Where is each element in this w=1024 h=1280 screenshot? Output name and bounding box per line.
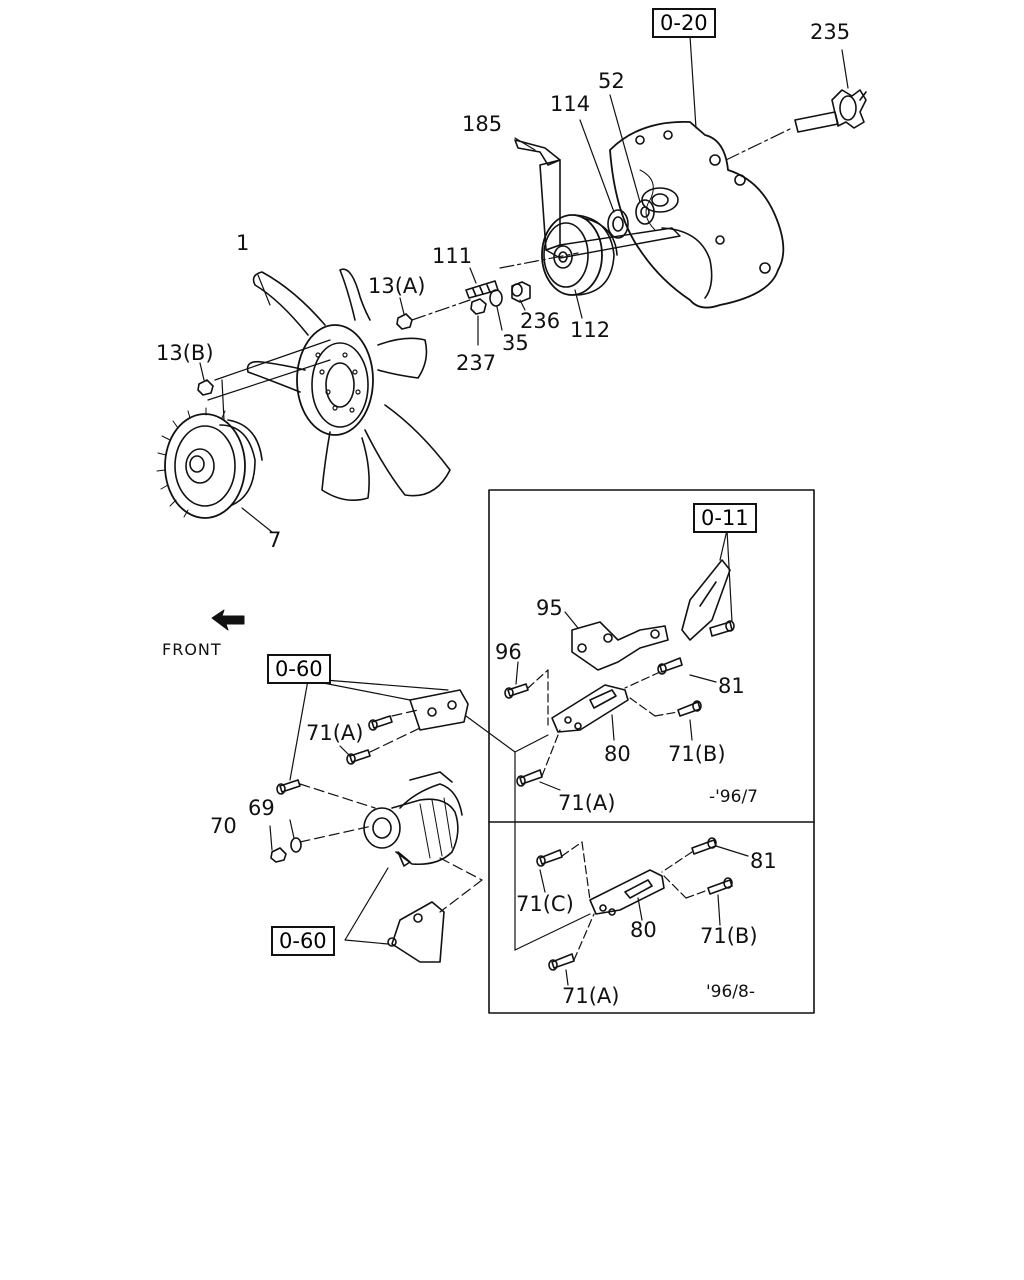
- part-label-95: 95: [536, 596, 563, 620]
- bolts-left: [270, 715, 393, 863]
- part-label-71a-upper: 71(A): [558, 791, 616, 815]
- adjust-plate-lower: [589, 869, 665, 916]
- oil-seal: [607, 199, 655, 239]
- fan-clutch: [156, 379, 263, 519]
- alternator-bracket-upper: [409, 689, 469, 731]
- part-label-96: 96: [495, 640, 522, 664]
- cooling-fan: [246, 268, 451, 501]
- date-range-lower: '96/8-: [706, 982, 755, 1002]
- part-label-71a-lower: 71(A): [562, 984, 620, 1008]
- part-label-235: 235: [810, 20, 851, 44]
- part-label-237: 237: [456, 351, 497, 375]
- part-label-80-upper: 80: [604, 742, 631, 766]
- part-label-236: 236: [520, 309, 561, 333]
- spline-shaft: [794, 89, 867, 133]
- ref-box-0-60-lower: 0-60: [271, 926, 335, 956]
- crank-pulley: [541, 214, 618, 296]
- part-label-1: 1: [236, 231, 250, 255]
- part-label-35: 35: [502, 331, 529, 355]
- part-label-7: 7: [268, 528, 282, 552]
- inset-bolts: [504, 620, 735, 971]
- ref-box-0-11: 0-11: [693, 503, 757, 533]
- alternator-bracket-lower: [387, 901, 445, 963]
- part-label-114: 114: [550, 92, 591, 116]
- alternator: [363, 771, 463, 867]
- date-range-upper: -'96/7: [709, 787, 758, 807]
- front-arrow-icon: [211, 609, 245, 631]
- adjust-plate-upper: [551, 684, 629, 733]
- inset-leader-lines: [514, 529, 749, 986]
- inset-frame: [488, 489, 815, 1014]
- part-label-81-lower: 81: [750, 849, 777, 873]
- front-label: FRONT: [162, 640, 222, 659]
- leader-lines-upper: [199, 35, 849, 533]
- part-label-70: 70: [210, 814, 237, 838]
- part-label-13a: 13(A): [368, 274, 426, 298]
- leader-lines-alternator: [269, 679, 549, 951]
- drive-belt: [514, 139, 681, 259]
- part-label-71a-left: 71(A): [306, 721, 364, 745]
- part-label-112: 112: [570, 318, 611, 342]
- part-label-81-upper: 81: [718, 674, 745, 698]
- part-label-80-lower: 80: [630, 918, 657, 942]
- ref-box-0-20: 0-20: [652, 8, 716, 38]
- part-label-111: 111: [432, 244, 473, 268]
- bracket-011: [681, 559, 731, 641]
- part-label-13b: 13(B): [156, 341, 214, 365]
- part-label-71c: 71(C): [516, 892, 574, 916]
- part-label-71b-upper: 71(B): [668, 742, 726, 766]
- part-label-52: 52: [598, 69, 625, 93]
- part-label-69: 69: [248, 796, 275, 820]
- part-label-185: 185: [462, 112, 503, 136]
- adjust-bracket-95: [571, 621, 669, 671]
- ref-box-0-60-upper: 0-60: [267, 654, 331, 684]
- fan-stud-hardware: [396, 280, 531, 330]
- part-label-71b-lower: 71(B): [700, 924, 758, 948]
